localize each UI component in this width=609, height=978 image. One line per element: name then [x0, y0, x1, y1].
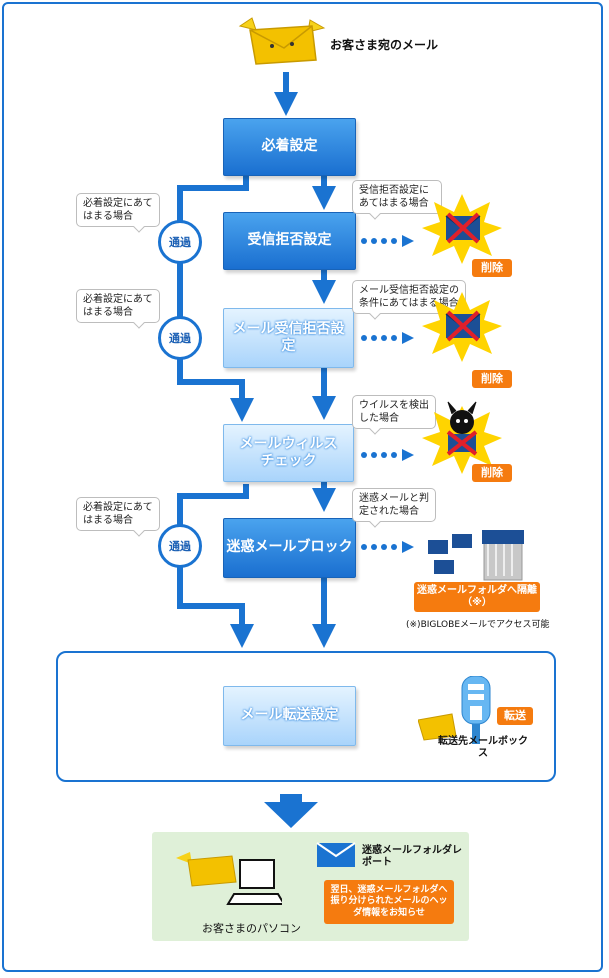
- blocked-mail-icon: [422, 194, 502, 264]
- step-jushin-kyohi: 受信拒否設定: [223, 212, 356, 270]
- quarantine-mail-icon: [428, 530, 524, 581]
- callout-step-2: 受信拒否設定にあてはまる場合: [352, 180, 442, 214]
- dots-3: [361, 332, 414, 344]
- delete-badge: 削除: [472, 464, 512, 482]
- step-hitchaku: 必着設定: [223, 118, 356, 176]
- bypass-1: [177, 174, 254, 422]
- mail-icon: [316, 842, 356, 867]
- callout-pass-2: 必着設定にあてはまる場合: [76, 289, 160, 323]
- computer-icon: [176, 852, 282, 905]
- step-virus-check: メールウィルスチェック: [223, 424, 354, 482]
- step-meiwaku-block: 迷惑メールブロック: [223, 518, 356, 578]
- report-description: 翌日、迷惑メールフォルダへ振り分けられたメールのヘッダ情報をお知らせ: [324, 880, 454, 924]
- forward-destination: 転送先メールボックス: [438, 736, 528, 759]
- top-label: お客さま宛のメール: [330, 38, 439, 52]
- mailbox-icon: [418, 676, 491, 744]
- callout-step-4: ウイルスを検出した場合: [352, 395, 436, 429]
- quarantine-badge: 迷惑メールフォルダへ隔離（※）: [414, 582, 540, 612]
- delete-badge: 削除: [472, 259, 512, 277]
- callout-step-5: 迷惑メールと判定された場合: [352, 488, 436, 522]
- dots-5: [361, 541, 414, 553]
- callout-pass-1: 必着設定にあてはまる場合: [76, 193, 160, 227]
- step-mail-forward: メール転送設定: [223, 686, 356, 746]
- pass-circle-2: 通過: [158, 316, 202, 360]
- pc-label: お客さまのパソコン: [202, 922, 301, 935]
- callout-pass-3: 必着設定にあてはまる場合: [76, 497, 160, 531]
- envelope-icon: [238, 17, 326, 65]
- pass-circle-3: 通過: [158, 524, 202, 568]
- dots-4: [361, 449, 414, 461]
- footnote: (※)BIGLOBEメールでアクセス可能: [406, 620, 550, 630]
- forward-badge: 転送: [497, 707, 533, 725]
- report-title: 迷惑メールフォルダレポート: [362, 845, 462, 868]
- virus-mail-icon: [422, 401, 502, 474]
- blocked-mail-icon: [422, 292, 502, 362]
- arrow-forward-pc: [264, 794, 318, 828]
- pass-circle-1: 通過: [158, 220, 202, 264]
- outer-frame: [2, 2, 603, 972]
- delete-badge: 削除: [472, 370, 512, 388]
- step-mail-jushin-kyohi: メール受信拒否設定: [223, 308, 354, 368]
- dots-2: [361, 235, 414, 247]
